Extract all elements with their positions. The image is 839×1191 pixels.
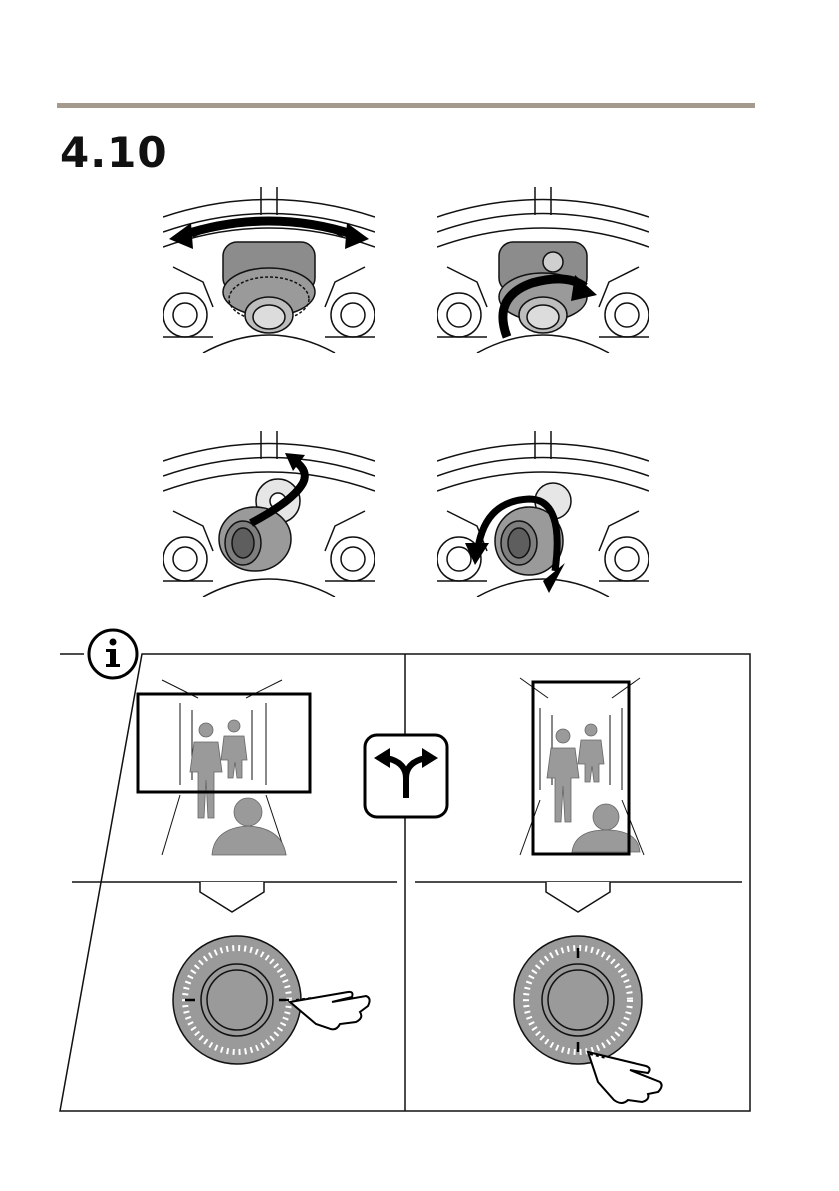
corridor-frame (533, 682, 629, 854)
down-arrow-icon (200, 882, 264, 912)
pointing-hand-icon (290, 992, 370, 1029)
step-number: 4.10 (60, 132, 168, 174)
figure-pan-adjust (163, 187, 375, 353)
camera-module (219, 479, 300, 571)
figure-rotate-adjust (437, 187, 649, 353)
header-rule (57, 103, 755, 108)
corridor-scene (520, 678, 644, 855)
camera-module (223, 242, 315, 333)
lens-dial-horizontal (173, 936, 370, 1064)
info-icon (89, 630, 137, 678)
info-panel (0, 620, 839, 1120)
down-arrow-icon (546, 882, 610, 912)
fork-arrow-icon (365, 735, 447, 817)
figure-lens-rotate-adjust (437, 431, 649, 597)
figure-tilt-adjust (163, 431, 375, 597)
lens-dial-vertical (514, 936, 662, 1103)
pointing-hand-icon (588, 1052, 662, 1103)
landscape-scene (138, 680, 310, 855)
